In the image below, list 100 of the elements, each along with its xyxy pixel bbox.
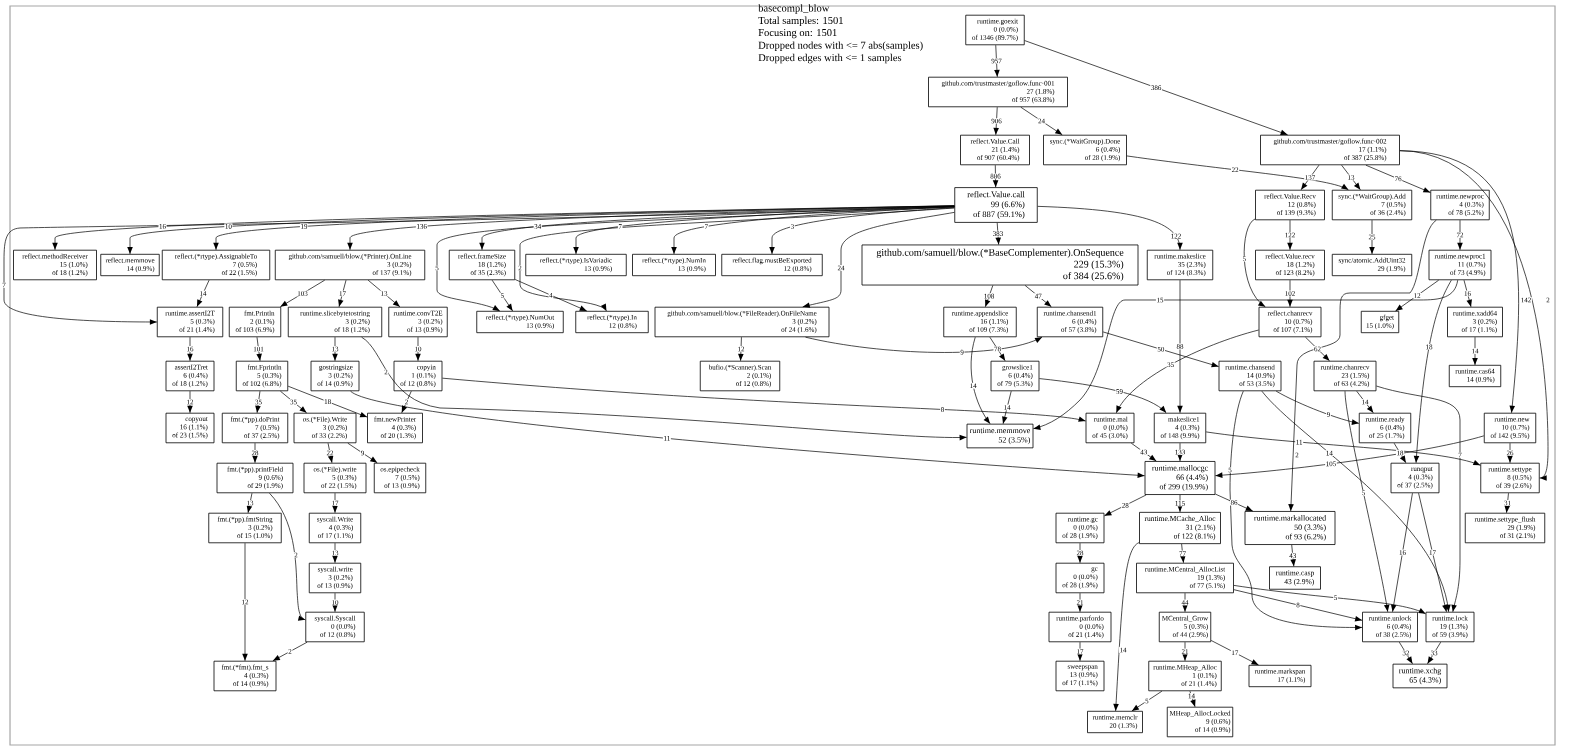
arrow	[269, 492, 306, 621]
arrow	[279, 279, 326, 308]
arrow	[1390, 492, 1413, 613]
arrow	[1243, 218, 1266, 308]
info-text: Total samples: 1501	[758, 16, 843, 27]
function-box: runtime.mallocgc 66 (4.4%) of 299 (19.9%)	[1144, 461, 1216, 495]
arrow	[1126, 155, 1349, 191]
arrow	[256, 336, 262, 362]
arrow	[738, 336, 744, 362]
arrow	[332, 542, 338, 564]
arrow	[252, 442, 258, 464]
info-text: Dropped edges with <= 1 samples	[758, 53, 902, 64]
function-box: runtime.markallocated 50 (3.3%) of 93 (6.2%)	[1244, 511, 1336, 545]
function-box: reflect.Value.call 99 (6.6%) of 887 (59.1%)	[954, 187, 1038, 223]
arrow	[1215, 493, 1254, 512]
arrow	[1131, 690, 1163, 712]
arrow	[1365, 164, 1431, 193]
arrow	[280, 390, 307, 414]
arrow	[187, 336, 193, 362]
arrow	[989, 336, 1006, 362]
arrow	[970, 336, 991, 425]
arrow	[1037, 206, 1183, 251]
arrow	[1418, 492, 1448, 613]
arrow	[985, 285, 994, 308]
arrow	[1305, 336, 1330, 362]
arrow	[1002, 390, 1012, 425]
arrow	[769, 207, 955, 255]
arrow	[491, 279, 513, 312]
arrow	[1113, 542, 1140, 712]
arrow	[1344, 390, 1390, 613]
arrow	[1399, 150, 1549, 481]
arrow	[1356, 390, 1374, 414]
arrow	[1116, 329, 1259, 414]
function-box: github.com/samuell/blow.(*BaseComplementer).OnSequence 229 (15.3%) of 384 (25.6%)	[861, 244, 1139, 286]
arrow	[287, 385, 368, 418]
arrow	[1287, 219, 1293, 251]
arrow	[332, 592, 338, 613]
arrow	[1463, 279, 1472, 308]
arrow	[1233, 589, 1363, 622]
arrow	[1130, 442, 1157, 462]
arrow	[805, 336, 1043, 353]
arrow	[994, 44, 1000, 78]
arrow	[1024, 285, 1052, 308]
arrow	[1504, 492, 1510, 514]
arrow	[1182, 592, 1188, 613]
arrow	[255, 390, 261, 414]
info-text: Dropped nodes with <= 7 abs(samples)	[758, 41, 923, 51]
arrow	[332, 492, 338, 514]
arrow	[338, 279, 347, 308]
arrow	[514, 279, 588, 312]
arrow	[992, 164, 999, 188]
arrow	[361, 336, 967, 441]
arrow	[332, 336, 338, 362]
arrow	[1205, 431, 1481, 466]
arrow	[415, 336, 421, 362]
arrow	[187, 390, 193, 414]
arrow	[1507, 442, 1513, 464]
arrow	[1102, 331, 1219, 368]
arrow	[1210, 640, 1259, 666]
arrow	[1180, 543, 1186, 564]
arrow	[1300, 164, 1320, 191]
arrow	[1369, 219, 1375, 255]
arrow	[1427, 641, 1442, 665]
arrow	[802, 212, 955, 308]
arrow	[1395, 279, 1440, 312]
arrow	[442, 377, 1086, 422]
info-text: Focusing on: 1501	[758, 29, 837, 39]
arrow	[1398, 641, 1413, 665]
arrow	[1341, 164, 1361, 191]
arrow	[479, 205, 955, 251]
arrow	[1033, 279, 1459, 430]
arrow	[1261, 390, 1451, 613]
arrow	[1177, 279, 1183, 414]
arrow	[1039, 378, 1167, 414]
arrow	[1077, 641, 1083, 662]
arrow	[1472, 336, 1478, 366]
function-box: runtime.memmove 52 (3.5%)	[966, 423, 1034, 449]
arrow	[1215, 435, 1485, 478]
arrow	[1275, 390, 1360, 425]
arrow	[1229, 390, 1363, 631]
arrow	[1393, 442, 1407, 464]
arrow	[1457, 219, 1463, 251]
title: basecompl_blow	[758, 4, 830, 14]
arrow	[347, 442, 378, 464]
arrow	[242, 542, 248, 662]
arrow	[1077, 592, 1083, 613]
arrow	[1413, 279, 1452, 464]
function-box: runtime.xchg 65 (4.3%)	[1392, 663, 1448, 689]
arrow	[196, 279, 210, 308]
arrow	[327, 442, 334, 464]
arrow	[1020, 106, 1063, 136]
arrow	[347, 205, 955, 251]
arrow	[272, 641, 308, 662]
arrow	[367, 279, 401, 308]
arrow	[1288, 219, 1437, 512]
arrow	[1376, 385, 1461, 613]
arrow	[519, 207, 955, 312]
arrow	[1104, 494, 1147, 517]
arrow	[1077, 542, 1083, 564]
arrow	[246, 492, 253, 514]
